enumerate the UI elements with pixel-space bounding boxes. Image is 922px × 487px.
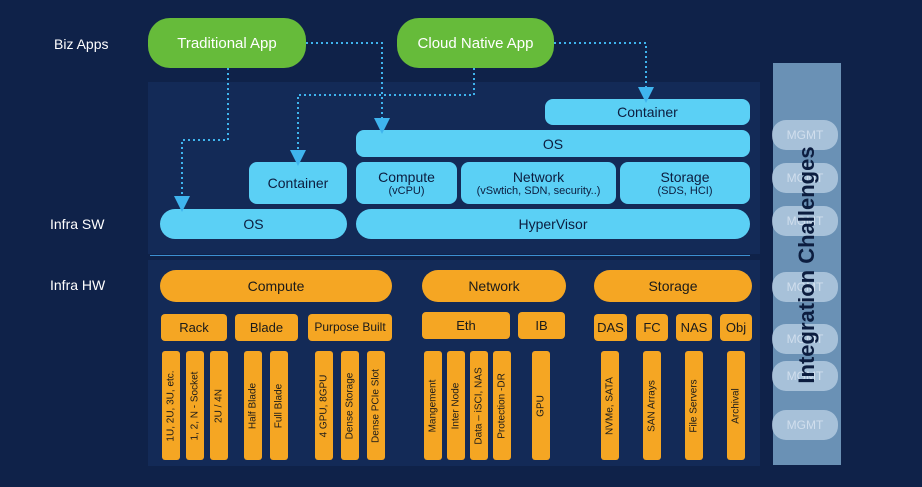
hw-item[interactable]: NVMe, SATA <box>601 351 619 460</box>
mgmt-badge: MGMT <box>772 163 838 193</box>
os-top-label: OS <box>542 135 564 152</box>
layer-label-infra-hw: Infra HW <box>50 277 106 293</box>
container-top-label: Container <box>617 104 678 120</box>
hw-group-ib[interactable]: IB <box>518 312 565 339</box>
hw-item[interactable]: 4 GPU, 8GPU <box>315 351 333 460</box>
hypervisor-label: HyperVisor <box>518 216 588 232</box>
mgmt-badge: MGMT <box>772 120 838 150</box>
hw-item[interactable]: 2U / 4N <box>210 351 228 460</box>
os-top[interactable]: OS <box>356 130 750 157</box>
hw-group-das[interactable]: DAS <box>594 314 627 341</box>
mgmt-badge: MGMT <box>772 361 838 391</box>
layer-label-biz-apps: Biz Apps <box>54 36 109 52</box>
cloud-native-app[interactable]: Cloud Native App <box>397 18 554 68</box>
hw-item[interactable]: Half Blade <box>244 351 262 460</box>
sw-compute-sub: (vCPU) <box>388 185 425 197</box>
hw-group-rack[interactable]: Rack <box>161 314 227 341</box>
sw-compute[interactable]: Compute (vCPU) <box>356 162 457 204</box>
traditional-app[interactable]: Traditional App <box>148 18 306 68</box>
hw-group-eth[interactable]: Eth <box>422 312 510 339</box>
sw-storage[interactable]: Storage (SDS, HCI) <box>620 162 750 204</box>
mgmt-badge: MGMT <box>772 324 838 354</box>
hw-item[interactable]: GPU <box>532 351 550 460</box>
hw-group-obj[interactable]: Obj <box>720 314 752 341</box>
mgmt-badge: MGMT <box>772 272 838 302</box>
os-left[interactable]: OS <box>160 209 347 239</box>
connector-traditional-os-top <box>306 42 390 134</box>
layer-divider <box>150 255 750 256</box>
hw-item[interactable]: Protection -DR <box>493 351 511 460</box>
os-left-label: OS <box>243 216 264 232</box>
hw-group-nas[interactable]: NAS <box>676 314 712 341</box>
layer-label-infra-sw: Infra SW <box>50 216 105 232</box>
hypervisor[interactable]: HyperVisor <box>356 209 750 239</box>
hw-item[interactable]: SAN Arrays <box>643 351 661 460</box>
connector-cloud-container-top <box>554 42 654 103</box>
sw-storage-title: Storage <box>660 169 710 185</box>
hw-network-header[interactable]: Network <box>422 270 566 302</box>
container-top[interactable]: Container <box>545 99 750 125</box>
hw-item[interactable]: Mangement <box>424 351 442 460</box>
sw-network-sub: (vSwtich, SDN, security..) <box>476 185 601 197</box>
container-left-label: Container <box>267 175 329 191</box>
hw-group-blade[interactable]: Blade <box>235 314 298 341</box>
sw-storage-sub: (SDS, HCI) <box>657 185 713 197</box>
hw-item[interactable]: Data – iSCI, NAS <box>470 351 488 460</box>
hw-item[interactable]: Dense PCIe Slot <box>367 351 385 460</box>
sw-compute-title: Compute <box>378 169 435 185</box>
hw-item[interactable]: 1U, 2U, 3U, etc. <box>162 351 180 460</box>
hw-item[interactable]: Dense Storage <box>341 351 359 460</box>
hw-item[interactable]: Archival <box>727 351 745 460</box>
hw-group-fc[interactable]: FC <box>636 314 668 341</box>
mgmt-badge: MGMT <box>772 206 838 236</box>
sw-network[interactable]: Network (vSwtich, SDN, security..) <box>461 162 616 204</box>
hw-item[interactable]: 1, 2, N - Socket <box>186 351 204 460</box>
hw-item[interactable]: Full Blade <box>270 351 288 460</box>
connector-traditional-os <box>174 68 229 212</box>
hw-item[interactable]: Inter Node <box>447 351 465 460</box>
container-left[interactable]: Container <box>249 162 347 204</box>
hw-compute-header[interactable]: Compute <box>160 270 392 302</box>
mgmt-badge: MGMT <box>772 410 838 440</box>
hw-storage-header[interactable]: Storage <box>594 270 752 302</box>
sw-network-title: Network <box>512 169 565 185</box>
connector-cloud-container-left <box>290 68 475 166</box>
hw-item[interactable]: File Servers <box>685 351 703 460</box>
hw-group-purpose-built[interactable]: Purpose Built <box>308 314 392 341</box>
